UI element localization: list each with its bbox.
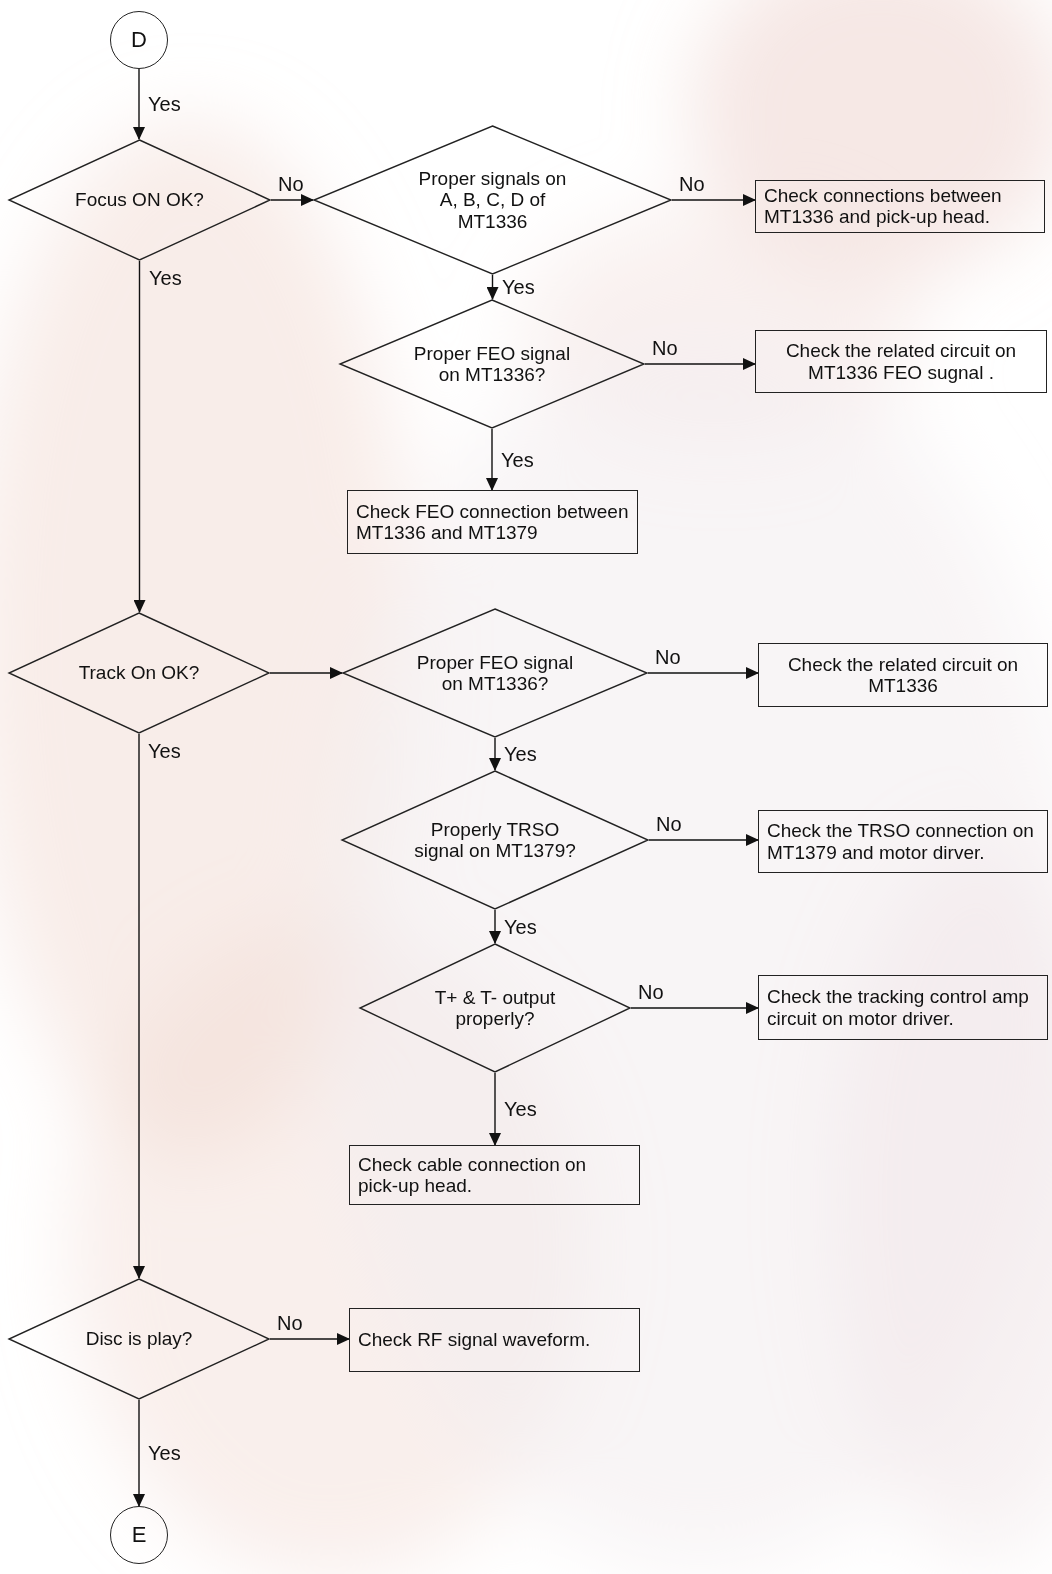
flow-arrow <box>492 275 493 299</box>
edge-label: Yes <box>148 1442 181 1464</box>
decision-text: Focus ON OK? <box>75 189 204 210</box>
decision-diamond: Proper FEO signal on MT1336? <box>342 608 648 738</box>
decision-text: Properly TRSO signal on MT1379? <box>405 819 585 862</box>
process-box: Check the TRSO connection on MT1379 and … <box>758 810 1048 873</box>
process-box: Check RF signal waveform. <box>349 1308 640 1372</box>
connector-circle: D <box>110 11 168 69</box>
flow-arrow <box>270 1338 349 1339</box>
decision-text: Proper FEO signal on MT1336? <box>407 343 577 386</box>
decision-diamond: Track On OK? <box>8 612 270 734</box>
connector-letter: E <box>132 1523 147 1548</box>
flow-arrow <box>494 1073 495 1145</box>
flow-arrow <box>139 261 140 612</box>
decision-diamond: T+ & T- output properly? <box>359 943 631 1073</box>
decision-text: T+ & T- output properly? <box>420 987 570 1030</box>
diamond-border <box>342 771 648 909</box>
decision-diamond: Proper FEO signal on MT1336? <box>339 299 645 429</box>
edge-label: Yes <box>148 740 181 762</box>
flow-arrow <box>494 910 495 943</box>
process-box: Check cable connection on pick-up head. <box>349 1145 640 1205</box>
diamond-border <box>9 613 269 733</box>
process-text: Check the related circuit on MT1336 FEO … <box>764 340 1038 383</box>
decision-diamond: Disc is play? <box>8 1278 270 1400</box>
decision-diamond: Properly TRSO signal on MT1379? <box>341 770 649 910</box>
edge-label: No <box>656 813 682 835</box>
edge-label: Yes <box>504 743 537 765</box>
edge-label: Yes <box>502 276 535 298</box>
process-text: Check the tracking control amp circuit o… <box>767 986 1039 1029</box>
edge-label: No <box>652 337 678 359</box>
process-text: Check the TRSO connection on MT1379 and … <box>767 820 1039 863</box>
edge-label: Yes <box>504 916 537 938</box>
edge-label: No <box>277 1312 303 1334</box>
flow-arrow <box>491 429 492 490</box>
flow-arrow <box>631 1007 758 1008</box>
flow-arrow <box>138 734 139 1278</box>
flow-arrow <box>649 839 758 840</box>
diamond-border <box>340 300 644 428</box>
connector-circle: E <box>110 1506 168 1564</box>
diamond-border <box>343 609 647 737</box>
process-box: Check connections between MT1336 and pic… <box>755 180 1045 233</box>
edge-label: Yes <box>149 267 182 289</box>
connector-letter: D <box>131 28 147 53</box>
edge-label: Yes <box>148 93 181 115</box>
process-text: Check RF signal waveform. <box>358 1329 631 1350</box>
flow-arrow <box>645 363 755 364</box>
decision-text: Proper FEO signal on MT1336? <box>410 652 580 695</box>
decision-diamond: Proper signals on A, B, C, D of MT1336 <box>313 125 672 275</box>
flow-arrow <box>138 1400 139 1506</box>
flow-arrow <box>494 738 495 770</box>
flow-arrow <box>270 672 342 673</box>
process-box: Check the related circuit on MT1336 <box>758 643 1048 707</box>
process-text: Check cable connection on pick-up head. <box>358 1154 631 1197</box>
flow-arrow <box>648 672 758 673</box>
diamond-border <box>314 126 671 274</box>
flow-arrow <box>271 199 313 200</box>
process-text: Check connections between MT1336 and pic… <box>764 185 1036 228</box>
edge-label: Yes <box>504 1098 537 1120</box>
process-box: Check the tracking control amp circuit o… <box>758 975 1048 1040</box>
process-box: Check FEO connection between MT1336 and … <box>347 490 638 554</box>
diamond-border <box>9 1279 269 1399</box>
process-text: Check FEO connection between MT1336 and … <box>356 501 629 544</box>
edge-label: No <box>679 173 705 195</box>
process-box: Check the related circuit on MT1336 FEO … <box>755 330 1047 393</box>
process-text: Check the related circuit on MT1336 <box>767 654 1039 697</box>
decision-text: Disc is play? <box>86 1328 193 1349</box>
edge-label: No <box>638 981 664 1003</box>
diamond-border <box>9 140 270 260</box>
diamond-border <box>360 944 630 1072</box>
decision-diamond: Focus ON OK? <box>8 139 271 261</box>
decision-text: Track On OK? <box>79 662 200 683</box>
decision-text: Proper signals on A, B, C, D of MT1336 <box>408 168 578 232</box>
edge-label: Yes <box>501 449 534 471</box>
flow-arrow <box>138 69 139 139</box>
flow-arrow <box>672 199 755 200</box>
edge-label: No <box>278 173 304 195</box>
edge-label: No <box>655 646 681 668</box>
